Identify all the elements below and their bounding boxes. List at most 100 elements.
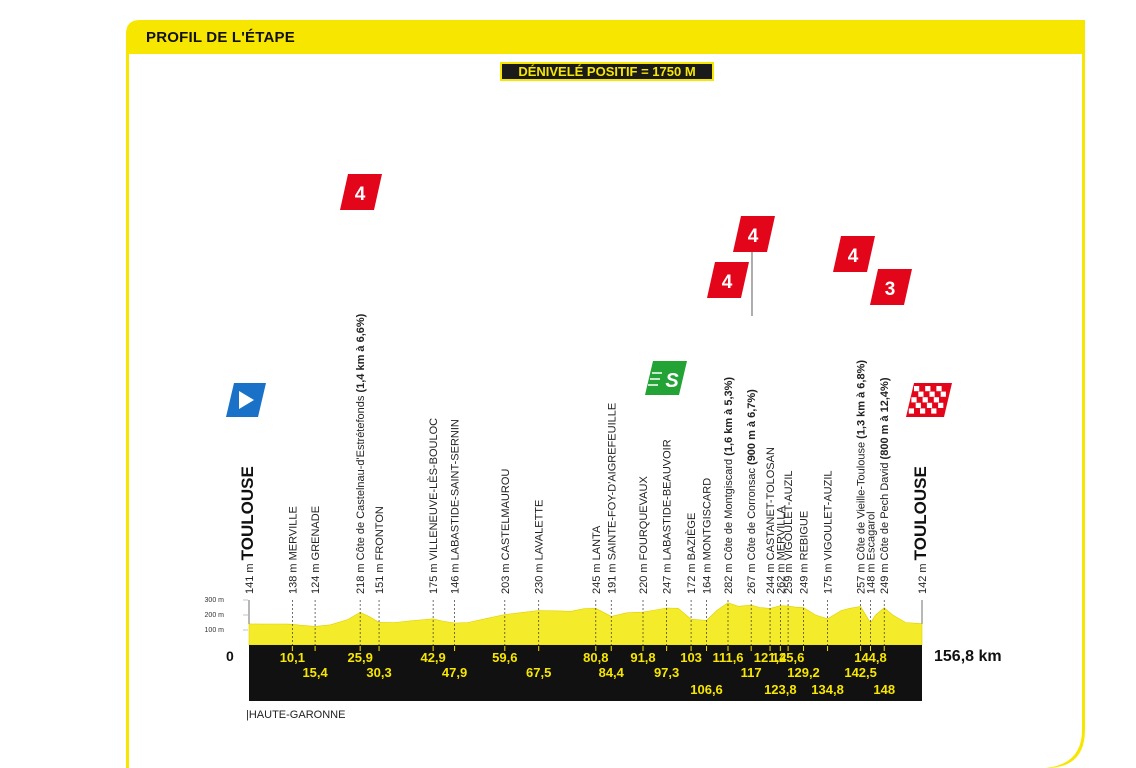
waypoint-text: 175 m VIGOULET-AUZIL xyxy=(823,471,835,595)
km-label: 47,9 xyxy=(442,665,467,680)
waypoint-label: 247 m LABASTIDE-BEAUVOIR xyxy=(662,439,674,594)
waypoint-name: SAINTE-FOY-D'AIGREFEUILLE xyxy=(606,403,618,561)
climb-detail: (900 m à 6,7%) xyxy=(746,389,758,468)
km-label: 59,6 xyxy=(492,650,517,665)
waypoint-text: 175 m VILLENEUVE-LÈS-BOULOC xyxy=(427,418,440,594)
yellow-frame xyxy=(126,20,1085,768)
waypoint-label: 148 m Escagarol xyxy=(865,511,877,594)
profile-chart: 100 m 200 m 300 m 0 156,8 km 141 m TOULOUSE 13… xyxy=(205,174,1002,701)
waypoint-name: MONTGISCARD xyxy=(702,478,714,561)
climb-detail: (1,6 km à 5,3%) xyxy=(723,377,735,459)
finish-flag-check xyxy=(940,391,946,397)
waypoint-name: VIGOULET-AUZIL xyxy=(823,471,835,561)
waypoint-text: 267 m Côte de Corronsac (900 m à 6,7%) xyxy=(746,389,758,594)
waypoint-altitude: 230 m xyxy=(534,560,546,594)
climb-category-icon: 3 xyxy=(870,269,912,305)
waypoint-altitude: 244 m xyxy=(765,560,777,594)
km-label: 117 xyxy=(741,665,762,680)
finish-flag-check xyxy=(908,408,914,414)
elevation-gain-badge: DÉNIVELÉ POSITIF = 1750 M xyxy=(500,62,714,81)
km-label: 148 xyxy=(873,682,895,697)
climb-detail: (1,4 km à 6,6%) xyxy=(355,313,367,395)
department-label: |HAUTE-GARONNE xyxy=(246,709,346,721)
waypoint-altitude: 164 m xyxy=(702,560,714,594)
waypoint-label: 230 m LAVALETTE xyxy=(534,500,546,594)
climb-category-label: 4 xyxy=(748,226,759,247)
page-title: PROFIL DE L'ÉTAPE xyxy=(146,29,295,46)
climb-category-label: 4 xyxy=(848,246,859,267)
climb-category-icon: 4 xyxy=(340,174,382,210)
waypoint-text: 148 m Escagarol xyxy=(865,511,877,594)
waypoint-name: BAZIÈGE xyxy=(685,513,698,561)
waypoint-text: 124 m GRENADE xyxy=(310,506,322,594)
waypoint-text: 220 m FOURQUEVAUX xyxy=(638,476,650,594)
waypoint-label: 151 m FRONTON xyxy=(374,506,386,594)
waypoint-altitude: 245 m xyxy=(591,560,603,594)
finish-flag-check xyxy=(929,391,935,397)
climb-category-icon: 4 xyxy=(833,236,875,272)
waypoint-label: 249 m REBIGUE xyxy=(799,511,811,594)
y-tick-label: 200 m xyxy=(205,612,225,619)
finish-flag-icon xyxy=(906,383,952,417)
climb-flag-shape xyxy=(340,174,382,210)
waypoint-altitude: 249 m xyxy=(879,560,891,594)
waypoint-text: 138 m MERVILLE xyxy=(287,506,299,594)
waypoint-label: 244 m CASTANET-TOLOSAN xyxy=(765,447,777,594)
km-label: 125,6 xyxy=(772,650,805,665)
waypoint-text: 230 m LAVALETTE xyxy=(534,500,546,594)
waypoint-altitude: 267 m xyxy=(746,560,758,594)
waypoint-altitude: 249 m xyxy=(799,560,811,594)
km-label: 30,3 xyxy=(366,665,391,680)
waypoint-name: TOULOUSE xyxy=(911,466,930,560)
sprint-label: S xyxy=(665,370,679,392)
start-flag-icon xyxy=(226,383,266,417)
waypoint-altitude: 148 m xyxy=(865,560,877,594)
climb-category-icon: 4 xyxy=(707,262,749,298)
y-tick-label: 100 m xyxy=(205,627,225,634)
waypoint-altitude: 138 m xyxy=(287,560,299,594)
km-label: 123,8 xyxy=(764,682,797,697)
waypoint-name: VIGOULET-AUZIL xyxy=(783,471,795,561)
climb-detail: (1,3 km à 6,8%) xyxy=(856,360,868,442)
waypoint-name: LANTA xyxy=(591,525,603,560)
waypoint-name: Côte de Montgiscard xyxy=(723,459,735,561)
finish-flag-check xyxy=(920,408,926,414)
frame-left-border xyxy=(126,34,129,768)
waypoint-label: 146 m LABASTIDE-SAINT-SERNIN xyxy=(450,419,462,594)
km-label: 129,2 xyxy=(787,665,820,680)
waypoint-altitude: 124 m xyxy=(310,560,322,594)
waypoint-name: LABASTIDE-SAINT-SERNIN xyxy=(450,419,462,560)
x-end-label: 156,8 km xyxy=(934,648,1002,665)
waypoint-label: 245 m LANTA xyxy=(591,525,603,594)
waypoint-name: CASTANET-TOLOSAN xyxy=(765,447,777,560)
waypoint-text: 203 m CASTELMAUROU xyxy=(500,469,512,594)
km-label: 67,5 xyxy=(526,665,551,680)
climb-category-label: 3 xyxy=(885,279,896,300)
waypoint-name: Côte de Castelnau-d'Estrétefonds xyxy=(355,395,367,560)
waypoint-label: 175 m VILLENEUVE-LÈS-BOULOC xyxy=(427,418,440,594)
climb-flag-shape xyxy=(833,236,875,272)
waypoint-label: 172 m BAZIÈGE xyxy=(685,513,698,594)
waypoint-text: 249 m REBIGUE xyxy=(799,511,811,594)
waypoint-altitude: 247 m xyxy=(662,560,674,594)
waypoint-name: FOURQUEVAUX xyxy=(638,476,650,561)
waypoint-altitude: 141 m xyxy=(244,560,256,594)
waypoint-altitude: 257 m xyxy=(856,560,868,594)
waypoint-name: TOULOUSE xyxy=(238,466,257,560)
km-label: 142,5 xyxy=(844,665,877,680)
x-start-label: 0 xyxy=(226,648,234,664)
waypoint-label: 138 m MERVILLE xyxy=(287,506,299,594)
waypoint-name: Escagarol xyxy=(865,511,877,560)
waypoint-text: 142 m TOULOUSE xyxy=(911,466,930,594)
waypoint-altitude: 220 m xyxy=(638,560,650,594)
waypoint-name: Côte de Corronsac xyxy=(746,468,758,561)
y-tick-label: 300 m xyxy=(205,597,225,604)
waypoint-text: 146 m LABASTIDE-SAINT-SERNIN xyxy=(450,419,462,594)
waypoint-name: Côte de Pech David xyxy=(879,463,891,561)
waypoint-label: 142 m TOULOUSE xyxy=(911,466,930,594)
km-label: 97,3 xyxy=(654,665,679,680)
km-label: 111,6 xyxy=(712,650,743,665)
start-flag-arrow xyxy=(239,391,254,409)
waypoint-text: 282 m Côte de Montgiscard (1,6 km à 5,3%… xyxy=(723,377,735,594)
